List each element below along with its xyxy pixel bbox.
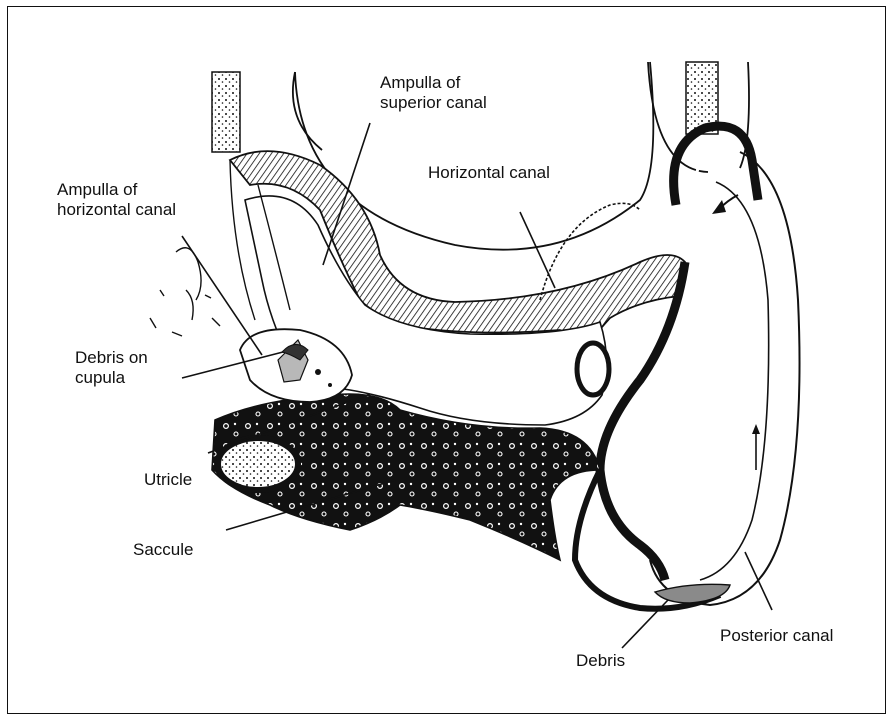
label-ampulla-horizontal: Ampulla of horizontal canal [57,180,176,220]
label-utricle: Utricle [144,470,192,490]
label-ampulla-superior: Ampulla of superior canal [380,73,487,113]
label-debris: Debris [576,651,625,671]
leader-ampulla-horizontal [182,236,262,355]
superior-canal-stub [212,72,322,152]
posterior-canal-stub [648,62,749,172]
label-saccule: Saccule [133,540,193,560]
leader-horizontal-canal [520,212,555,288]
label-horizontal-canal: Horizontal canal [428,163,550,183]
label-posterior-canal: Posterior canal [720,626,833,646]
leader-posterior-canal [745,552,772,610]
label-debris-on-cupula: Debris on cupula [75,348,148,388]
